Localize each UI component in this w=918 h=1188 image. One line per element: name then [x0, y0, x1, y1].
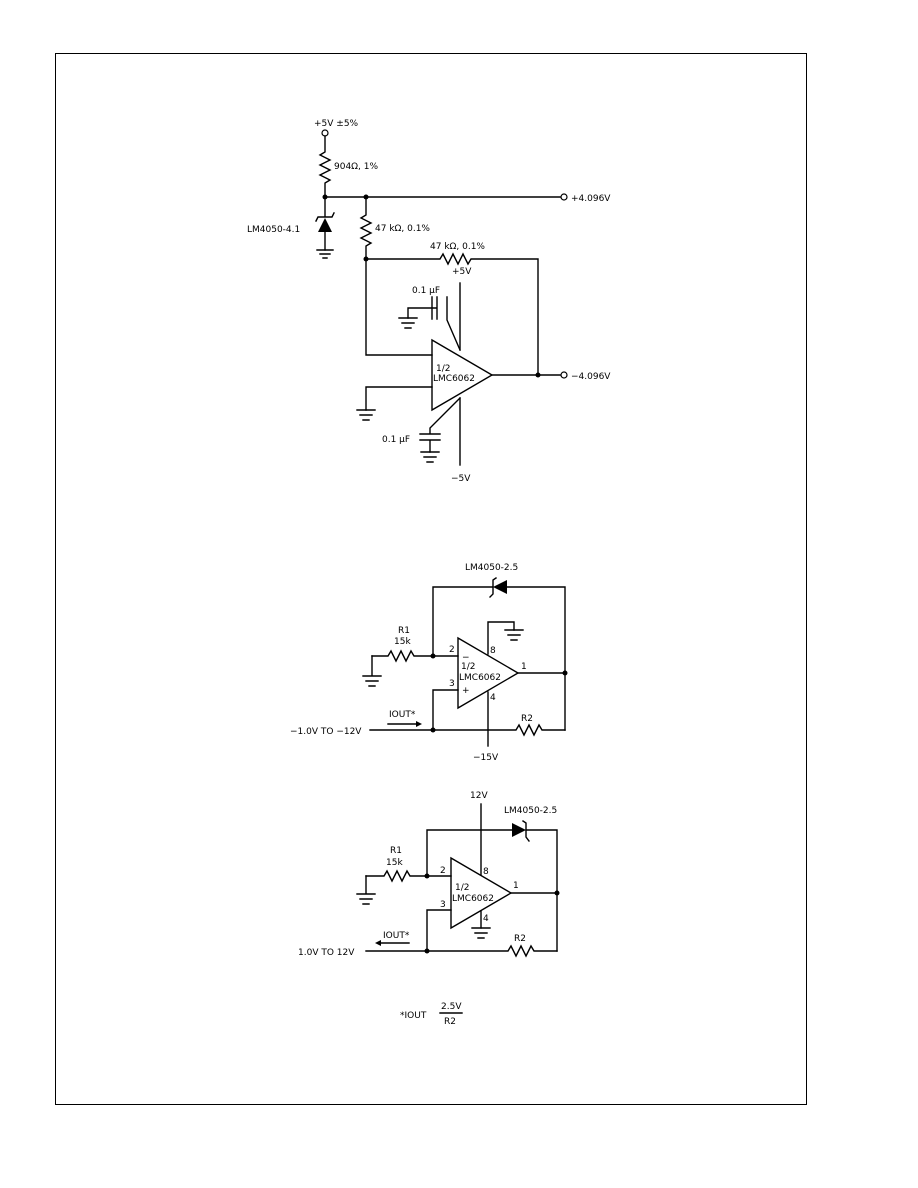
series-resistor	[318, 135, 332, 198]
c2-current-arrow	[416, 721, 422, 727]
series-resistor-label: 904Ω, 1%	[334, 162, 379, 172]
supply-terminal	[321, 129, 329, 137]
cap-bottom-label: 0.1 µF	[382, 435, 410, 445]
c3-current-arrow	[375, 940, 381, 946]
op-amp-3-label-b: LMC6062	[452, 894, 494, 904]
c3-pin3: 3	[440, 900, 446, 910]
c3-pin8: 8	[483, 867, 489, 877]
footnote-numerator: 2.5V	[441, 1002, 462, 1012]
c2-pin2: 2	[449, 645, 455, 655]
ground-symbol	[471, 927, 491, 939]
c2-r2-resistor	[369, 723, 566, 737]
ground-symbol	[398, 317, 418, 329]
c3-pin4: 4	[483, 914, 489, 924]
out-neg-label: −4.096V	[571, 372, 611, 382]
c2-r1-resistor	[371, 649, 459, 663]
out-pos-terminal	[560, 193, 568, 201]
footnote: *IOUT 2.5V R2	[400, 1002, 463, 1027]
op-amp-1-label-a: 1/2	[436, 364, 450, 374]
reference-diode-symbol	[318, 218, 332, 232]
c2-ref-diode-label: LM4050-2.5	[465, 563, 518, 573]
c2-pin8: 8	[490, 646, 496, 656]
op-pos-supply-label: +5V	[452, 267, 472, 277]
c2-neg-supply: −15V	[473, 753, 499, 763]
c3-pos-supply: 12V	[470, 791, 488, 801]
op-amp-1	[431, 338, 494, 412]
circuit-1-reference-supply: +5V ±5% 904Ω, 1% +4.096V LM4050-4.1 47 k…	[247, 119, 611, 484]
reference-diode-label: LM4050-4.1	[247, 225, 300, 235]
op-neg-supply-label: −5V	[451, 474, 471, 484]
ground-symbol	[356, 875, 376, 905]
c2-r1-value: 15k	[394, 637, 411, 647]
op-amp-2-label-b: LMC6062	[459, 673, 501, 683]
c2-range: −1.0V TO −12V	[290, 727, 362, 737]
c3-reference-diode-symbol	[512, 823, 526, 837]
c3-r1-resistor	[365, 869, 452, 883]
footnote-denominator: R2	[444, 1017, 456, 1027]
supply-label: +5V ±5%	[314, 119, 359, 129]
circuit-3-current-source: 12V LM4050-2.5 R1 15k 2 3 1/2 LMC6062 8 …	[298, 791, 560, 958]
c3-r1-name: R1	[390, 846, 402, 856]
op-amp-3-label-a: 1/2	[455, 883, 469, 893]
ground-symbol	[316, 249, 334, 259]
c3-ref-diode-label: LM4050-2.5	[504, 806, 557, 816]
c3-range: 1.0V TO 12V	[298, 948, 355, 958]
c3-iout-label: IOUT*	[383, 931, 410, 941]
c2-r2-name: R2	[521, 714, 533, 724]
c2-pin1: 1	[521, 662, 527, 672]
op-amp-2-label-a: 1/2	[461, 662, 475, 672]
c2-iout-label: IOUT*	[389, 710, 416, 720]
c3-pin1: 1	[513, 881, 519, 891]
c3-r1-value: 15k	[386, 858, 403, 868]
ground-symbol	[356, 409, 376, 421]
circuit-2-current-sink: LM4050-2.5 R1 15k 2 3 − + 1/2 LMC6062 8 …	[290, 563, 568, 763]
c2-plus: +	[462, 686, 470, 696]
upper-resistor-label: 47 kΩ, 0.1%	[375, 224, 430, 234]
ground-symbol	[420, 451, 440, 463]
c2-r1-name: R1	[398, 626, 410, 636]
c2-pin3: 3	[449, 679, 455, 689]
feedback-resistor-label: 47 kΩ, 0.1%	[430, 242, 485, 252]
op-amp-1-label-b: LMC6062	[433, 374, 475, 384]
ground-symbol	[504, 629, 524, 641]
c2-reference-diode-symbol	[493, 580, 507, 594]
c2-pin4: 4	[490, 693, 496, 703]
page-frame	[55, 53, 807, 1105]
ground-symbol	[362, 655, 382, 687]
out-neg-terminal	[560, 371, 568, 379]
cap-top-label: 0.1 µF	[412, 286, 440, 296]
feedback-resistor	[365, 252, 539, 376]
c2-minus: −	[462, 653, 470, 663]
c3-r2-name: R2	[514, 934, 526, 944]
c3-pin2: 2	[440, 866, 446, 876]
op-amp-2	[457, 636, 520, 710]
out-pos-label: +4.096V	[571, 194, 611, 204]
c3-r2-resistor	[365, 944, 558, 958]
footnote-prefix: *IOUT	[400, 1011, 427, 1021]
upper-resistor	[359, 196, 373, 260]
